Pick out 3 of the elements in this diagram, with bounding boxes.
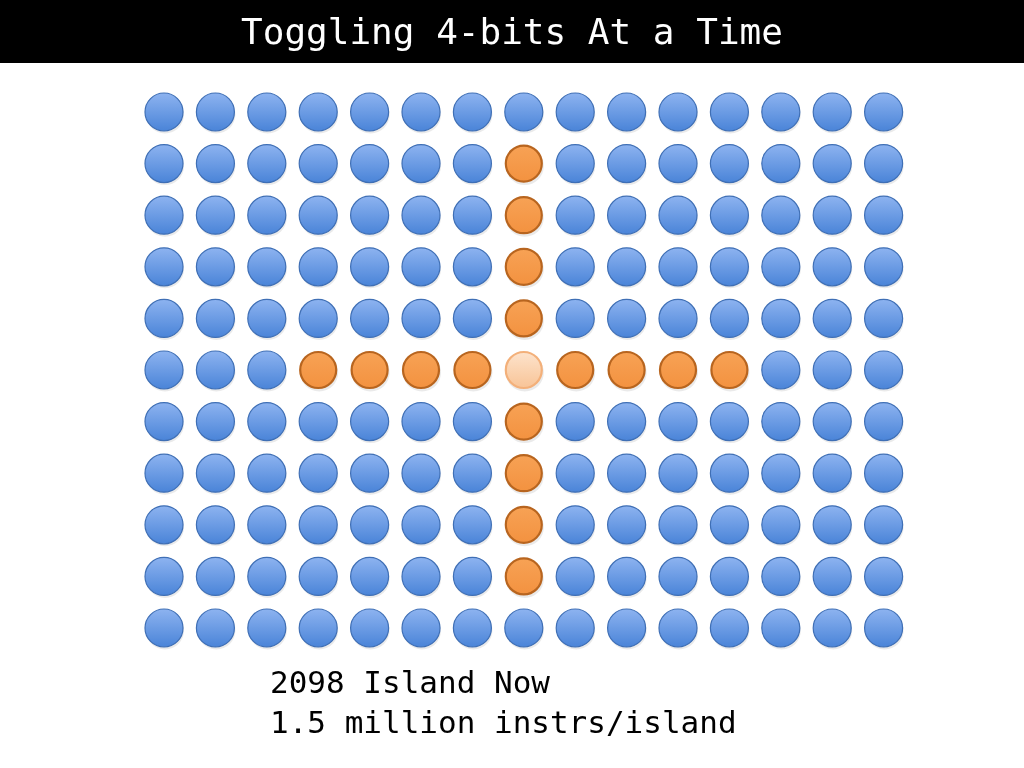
note-text: 1.5 million instrs/island — [270, 704, 737, 740]
slide-title: Toggling 4-bits At a Time — [241, 11, 783, 52]
note-text: 2098 Island Now — [270, 664, 550, 700]
